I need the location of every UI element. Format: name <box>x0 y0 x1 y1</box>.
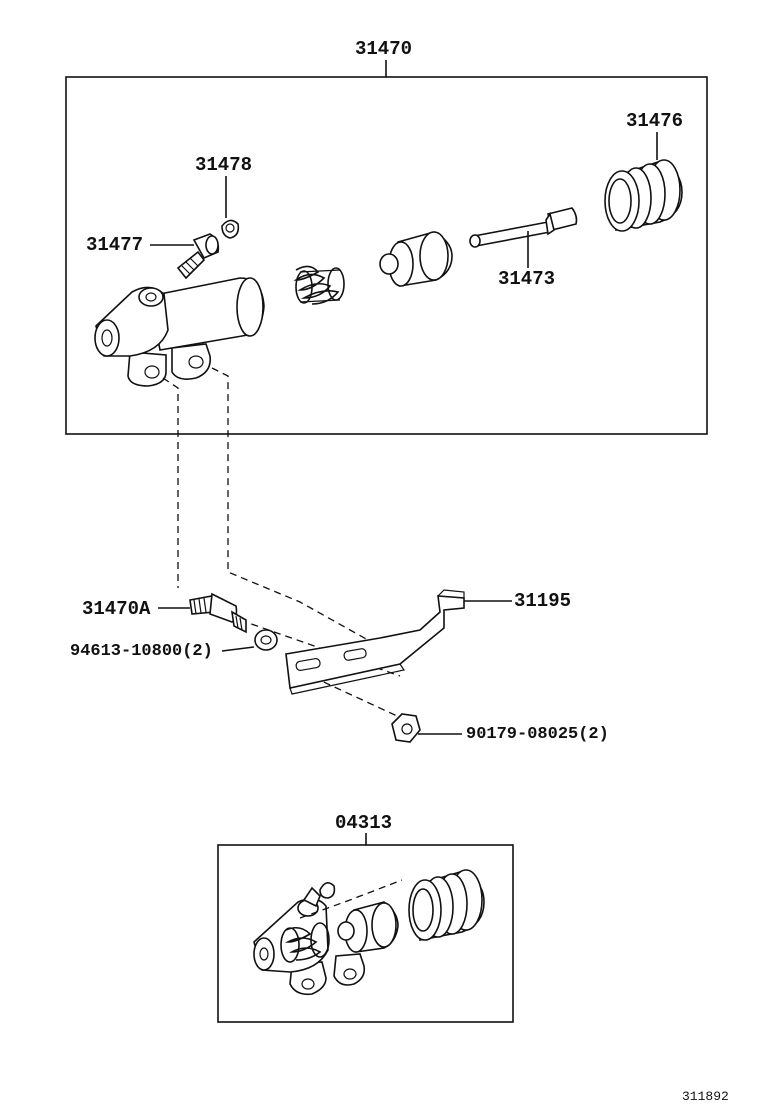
figure-id: 311892 <box>682 1089 729 1104</box>
nut <box>391 713 421 743</box>
dash-line-left <box>162 377 179 588</box>
kit-piston <box>337 901 399 953</box>
dash-line-right <box>211 367 369 641</box>
bleeder-plug <box>176 233 220 280</box>
boot <box>604 159 683 232</box>
bracket <box>285 589 465 695</box>
kit-dash <box>299 879 403 919</box>
bleeder-cap <box>221 219 240 239</box>
stud-bolt <box>189 592 247 634</box>
spring <box>293 265 345 305</box>
release-cylinder-body <box>94 277 265 387</box>
label-nut: 90179-08025(2) <box>466 725 609 744</box>
kit-spring <box>280 922 330 963</box>
label-washer: 94613-10800(2) <box>70 642 213 661</box>
label-push-rod: 31473 <box>498 268 556 290</box>
dash-line-nut <box>301 671 411 723</box>
kit-boot <box>408 869 485 941</box>
label-boot: 31476 <box>626 110 684 132</box>
kit-cylinder <box>253 886 366 996</box>
push-rod <box>469 207 578 248</box>
label-assembly: 31470 <box>355 38 413 60</box>
washer <box>254 629 278 651</box>
piston <box>379 231 453 287</box>
label-stud: 31470A <box>82 598 151 620</box>
label-kit: 04313 <box>335 812 393 834</box>
kit-cap <box>319 882 336 899</box>
label-bracket: 31195 <box>514 590 572 612</box>
washer-leader <box>221 646 255 652</box>
label-bleeder-plug: 31477 <box>86 234 144 256</box>
label-bleeder-cap: 31478 <box>195 154 253 176</box>
